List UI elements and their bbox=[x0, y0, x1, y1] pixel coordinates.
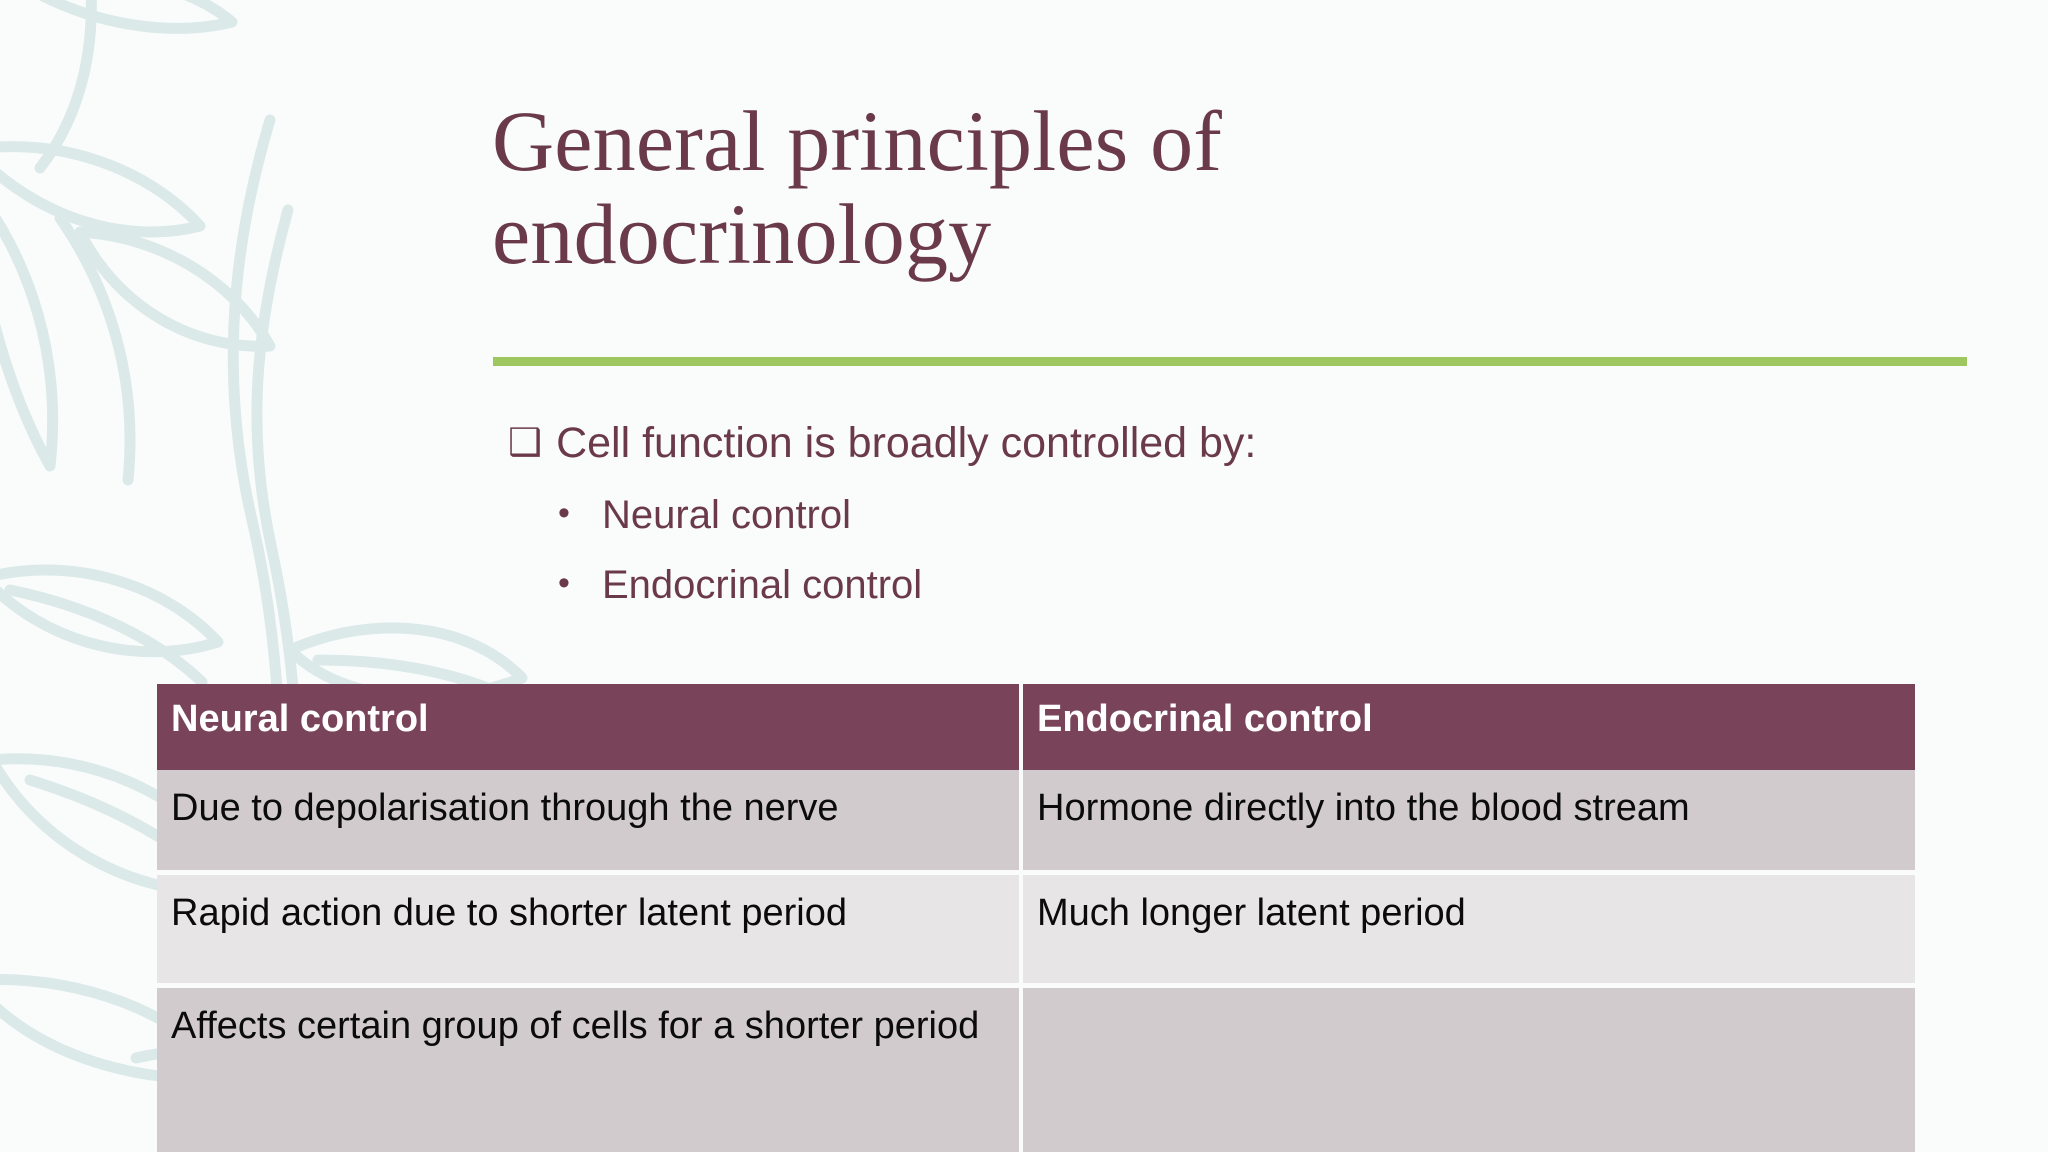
title-block: General principles of endocrinology bbox=[492, 95, 1972, 281]
list-item-neural-control-label: Neural control bbox=[602, 492, 852, 537]
cell-neural-1: Due to depolarisation through the nerve bbox=[157, 770, 1023, 875]
bullet-list: ❑ Cell function is broadly controlled by… bbox=[508, 418, 1908, 609]
round-bullet-icon: • bbox=[558, 563, 570, 602]
cell-endocrinal-2: Much longer latent period bbox=[1023, 875, 1915, 988]
table-row: Rapid action due to shorter latent perio… bbox=[157, 875, 1915, 988]
title-divider-rule bbox=[493, 357, 1967, 366]
table-row: Due to depolarisation through the nerve … bbox=[157, 770, 1915, 875]
list-item-endocrinal-control: • Endocrinal control bbox=[556, 561, 1908, 609]
column-header-endocrinal-control: Endocrinal control bbox=[1023, 684, 1915, 770]
hollow-square-bullet-icon: ❑ bbox=[508, 422, 543, 464]
table-header-row: Neural control Endocrinal control bbox=[157, 684, 1915, 770]
column-header-neural-control: Neural control bbox=[157, 684, 1023, 770]
cell-endocrinal-3 bbox=[1023, 988, 1915, 1152]
list-item-intro: ❑ Cell function is broadly controlled by… bbox=[508, 418, 1908, 469]
list-item-neural-control: • Neural control bbox=[556, 491, 1908, 539]
cell-neural-3: Affects certain group of cells for a sho… bbox=[157, 988, 1023, 1152]
comparison-table: Neural control Endocrinal control Due to… bbox=[157, 684, 1915, 1152]
list-item-intro-label: Cell function is broadly controlled by: bbox=[556, 419, 1257, 467]
list-item-endocrinal-control-label: Endocrinal control bbox=[602, 562, 923, 607]
page-title: General principles of endocrinology bbox=[492, 93, 1223, 282]
round-bullet-icon: • bbox=[558, 493, 570, 532]
cell-endocrinal-1: Hormone directly into the blood stream bbox=[1023, 770, 1915, 875]
table-row: Affects certain group of cells for a sho… bbox=[157, 988, 1915, 1152]
cell-neural-2: Rapid action due to shorter latent perio… bbox=[157, 875, 1023, 988]
